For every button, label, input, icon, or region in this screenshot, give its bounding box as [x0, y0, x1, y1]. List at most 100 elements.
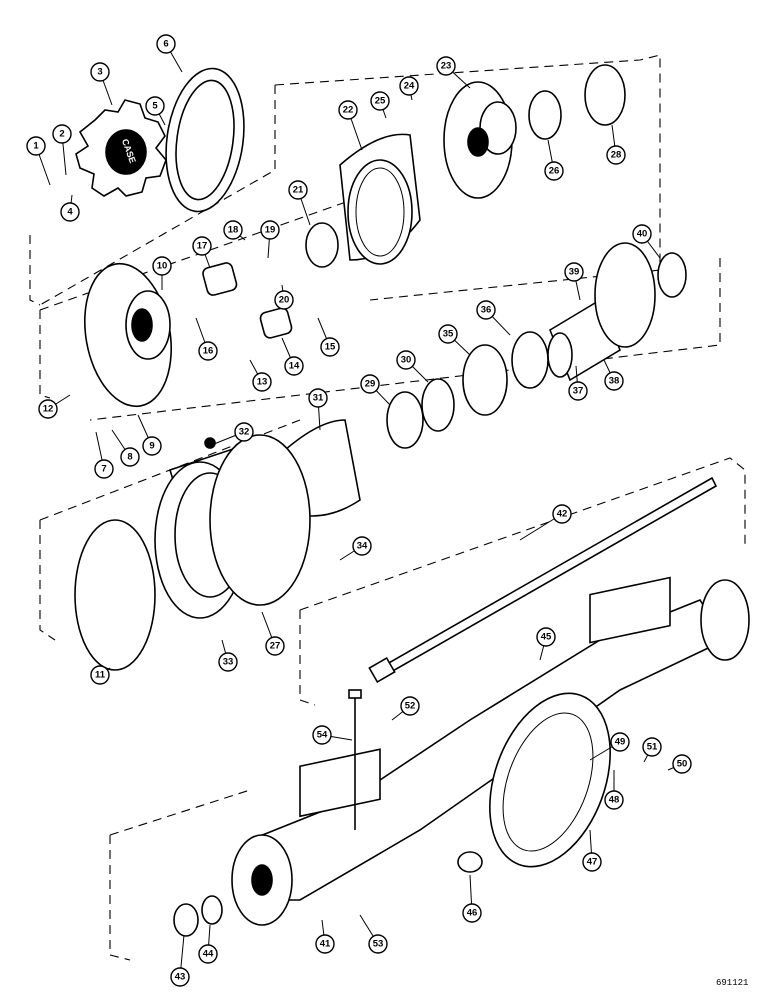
svg-text:14: 14	[289, 361, 300, 372]
planet-carrier-part	[83, 262, 173, 408]
callout-5: 5	[145, 96, 165, 116]
parts: CASE	[74, 64, 750, 937]
svg-text:52: 52	[405, 701, 416, 712]
callout-12: 12	[38, 399, 58, 419]
svg-text:26: 26	[549, 166, 560, 177]
ring-gear-part	[339, 133, 421, 265]
svg-text:32: 32	[239, 427, 250, 438]
callout-53: 53	[368, 934, 388, 954]
svg-text:46: 46	[467, 908, 478, 919]
callout-37: 37	[568, 381, 588, 401]
svg-text:36: 36	[481, 305, 492, 316]
svg-text:11: 11	[95, 670, 106, 681]
svg-text:39: 39	[569, 267, 580, 278]
callout-21: 21	[288, 180, 308, 200]
seal-43-part	[173, 903, 199, 937]
svg-text:15: 15	[325, 342, 336, 353]
svg-text:47: 47	[587, 857, 598, 868]
planet-gear-upper-part	[202, 262, 238, 296]
svg-text:6: 6	[163, 39, 168, 50]
svg-text:45: 45	[541, 632, 552, 643]
callout-18: 18	[223, 220, 243, 240]
callout-31: 31	[308, 388, 328, 408]
housing-group-outline	[109, 789, 251, 961]
callout-11: 11	[90, 665, 110, 685]
svg-text:33: 33	[223, 657, 234, 668]
callout-26: 26	[544, 161, 564, 181]
svg-text:16: 16	[203, 346, 214, 357]
callout-24: 24	[399, 76, 419, 96]
callout-41: 41	[315, 934, 335, 954]
callout-17: 17	[192, 236, 212, 256]
housing-gasket-inner	[502, 712, 594, 852]
svg-text:54: 54	[317, 730, 328, 741]
shaft-group-outline	[299, 457, 746, 706]
svg-text:28: 28	[611, 150, 622, 161]
callout-42: 42	[552, 504, 572, 524]
axle-shaft-part	[368, 476, 718, 684]
svg-text:21: 21	[293, 185, 304, 196]
svg-text:44: 44	[203, 949, 214, 960]
svg-text:23: 23	[441, 61, 452, 72]
callout-46: 46	[462, 903, 482, 923]
svg-text:43: 43	[175, 972, 186, 983]
svg-text:53: 53	[373, 939, 384, 950]
svg-text:29: 29	[365, 379, 376, 390]
callout-51: 51	[642, 737, 662, 757]
svg-text:42: 42	[557, 509, 568, 520]
callout-54: 54	[312, 725, 332, 745]
callout-8: 8	[120, 447, 140, 467]
callout-28: 28	[606, 145, 626, 165]
svg-text:10: 10	[157, 261, 168, 272]
svg-text:50: 50	[677, 759, 688, 770]
svg-text:8: 8	[127, 452, 132, 463]
callout-52: 52	[400, 696, 420, 716]
gear-carrier-part	[443, 81, 517, 199]
callout-19: 19	[260, 220, 280, 240]
svg-text:51: 51	[647, 742, 658, 753]
ball-part	[204, 437, 216, 449]
callout-1: 1	[26, 136, 46, 156]
callout-23: 23	[436, 56, 456, 76]
sprocket-part: CASE	[75, 99, 167, 197]
bearing-cup-29-part	[386, 391, 424, 449]
svg-text:37: 37	[573, 386, 584, 397]
drawing-code: 691121	[716, 978, 749, 988]
callout-25: 25	[370, 91, 390, 111]
svg-text:24: 24	[404, 81, 415, 92]
callout-47: 47	[582, 852, 602, 872]
bearing-cup-part	[584, 64, 626, 126]
callout-16: 16	[198, 341, 218, 361]
callout-44: 44	[198, 944, 218, 964]
o-ring-11-part	[74, 519, 156, 671]
svg-text:31: 31	[313, 393, 324, 404]
callout-15: 15	[320, 337, 340, 357]
svg-text:1: 1	[33, 141, 39, 152]
gasket-ring-inner	[175, 79, 235, 201]
sun-gear-part	[305, 222, 339, 268]
svg-text:49: 49	[615, 737, 626, 748]
housing-gasket-part	[489, 692, 611, 868]
svg-text:30: 30	[401, 355, 412, 366]
bearing-44-part	[201, 895, 223, 925]
callout-33: 33	[218, 652, 238, 672]
callout-40: 40	[632, 224, 652, 244]
plug-part	[457, 851, 483, 873]
callout-49: 49	[610, 732, 630, 752]
bearing-cup-35-part	[462, 344, 508, 416]
callout-3: 3	[90, 62, 110, 82]
callout-36: 36	[476, 300, 496, 320]
svg-text:34: 34	[357, 541, 368, 552]
svg-text:13: 13	[257, 377, 268, 388]
callout-4: 4	[60, 202, 80, 222]
callout-20: 20	[274, 290, 294, 310]
callout-50: 50	[672, 754, 692, 774]
callout-29: 29	[360, 374, 380, 394]
svg-text:22: 22	[343, 105, 354, 116]
wheel-hub-part	[154, 434, 311, 619]
callout-7: 7	[94, 459, 114, 479]
bearing-cone-part	[528, 90, 562, 140]
svg-text:27: 27	[270, 641, 281, 652]
svg-text:48: 48	[609, 795, 620, 806]
